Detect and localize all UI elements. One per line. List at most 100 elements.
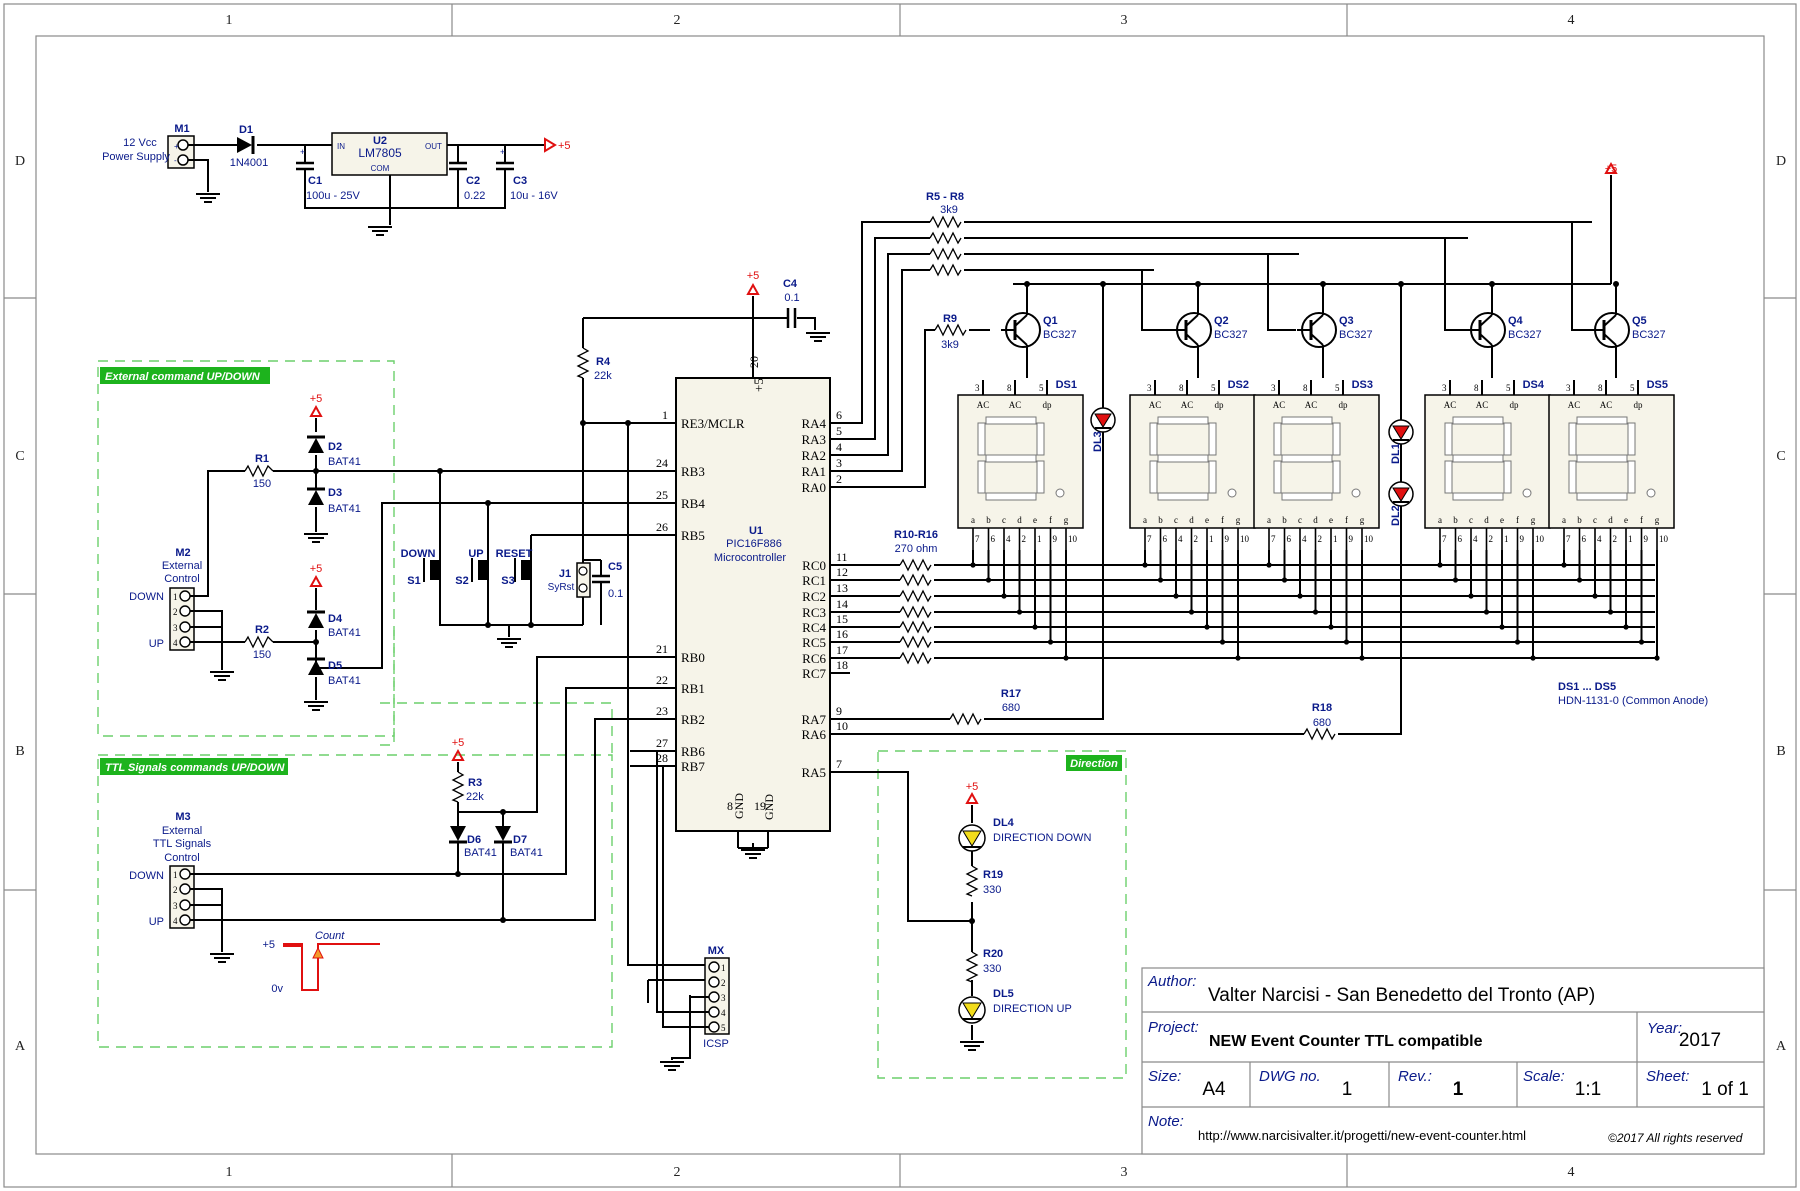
u1-left-pin-num: 23	[656, 704, 668, 718]
m1-plus-label: +	[174, 142, 179, 151]
digit-bottom-pin: 4	[1006, 534, 1011, 544]
tb-scale-label: Scale:	[1523, 1068, 1565, 1085]
grid-row-c-left: C	[15, 449, 24, 464]
u1-right-pin-num: 13	[836, 581, 848, 595]
u1-left-pin-name: RB2	[681, 712, 705, 727]
digit-bottom-pin: 1	[1333, 534, 1338, 544]
tb-note-url[interactable]: http://www.narcisivalter.it/progetti/new…	[1198, 1128, 1526, 1143]
c1-ref: C1	[308, 175, 322, 187]
m2-label2: Control	[164, 573, 199, 585]
tb-note-label: Note:	[1148, 1113, 1184, 1130]
digit-seg-letter: g	[1236, 515, 1241, 525]
u1-right-pin-name: RC0	[802, 558, 826, 573]
count-pulse: +5 0v Count	[262, 930, 380, 995]
u2-in-label: IN	[337, 142, 345, 151]
s2-ref: S2	[455, 575, 468, 587]
d5-value: BAT41	[328, 675, 361, 687]
pulse-lo-label: 0v	[271, 983, 283, 995]
u1-gnd2-num: 19	[754, 799, 766, 813]
dl4-led	[958, 824, 986, 852]
digit-top-pin: 3	[1147, 383, 1152, 393]
u1-right-pin-num: 9	[836, 704, 842, 718]
digit-top-pin: 5	[1335, 383, 1340, 393]
direction-section: Direction +5 DL4 DIRECTION DOWN R19 330 …	[830, 750, 1127, 1079]
q-value: BC327	[1508, 329, 1542, 341]
u1-right-pin-num: 6	[836, 408, 842, 422]
external-command-section: External command UP/DOWN 1 2 3 4 M2 Exte…	[97, 360, 676, 746]
u1-left-pin-num: 28	[656, 751, 668, 765]
digit-seg-letter: a	[1562, 515, 1566, 525]
digit-ref: DS3	[1352, 379, 1373, 391]
digit-bottom-pin: 6	[1458, 534, 1463, 544]
digit-top-label: AC	[977, 400, 990, 410]
digit-top-pin: 5	[1211, 383, 1216, 393]
u1-right-pin-name: RC1	[802, 573, 826, 588]
digit-bottom-pin: 7	[975, 534, 980, 544]
m3-pin2: 2	[173, 885, 178, 895]
q-value: BC327	[1632, 329, 1666, 341]
digit-seg-letter: d	[1189, 515, 1194, 525]
digit-bottom-pin: 7	[1442, 534, 1447, 544]
u1-right-pin-num: 5	[836, 424, 842, 438]
digit-seg-letter: a	[971, 515, 975, 525]
digit-seg-letter: a	[1438, 515, 1442, 525]
u1-part: PIC16F886	[726, 538, 782, 550]
pulse-count-label: Count	[315, 930, 345, 942]
u1-left-pin-name: RE3/MCLR	[681, 416, 745, 431]
tb-copyright: ©2017 All rights reserved	[1608, 1131, 1743, 1145]
u1-right-pin-name: RA5	[801, 765, 826, 780]
u1-right-pin-name: RA2	[801, 448, 826, 463]
digit-seg-letter: f	[1516, 515, 1519, 525]
grid-row-c-right: C	[1776, 449, 1785, 464]
sheet-frame	[3, 3, 1797, 1188]
transistor-q1	[1001, 312, 1041, 348]
q-ref: Q4	[1508, 315, 1524, 327]
q-value: BC327	[1214, 329, 1248, 341]
tb-project-label: Project:	[1148, 1019, 1199, 1036]
digit-seg-letter: e	[1500, 515, 1504, 525]
s1-ref: S1	[407, 575, 420, 587]
u1-gnd2-name: GND	[762, 794, 776, 820]
mx-pin5: 5	[721, 1023, 726, 1033]
tb-sheet: 1 of 1	[1701, 1079, 1749, 1100]
r1-value: 150	[253, 478, 271, 490]
tb-author-label: Author:	[1147, 973, 1196, 990]
s2-button[interactable]	[471, 555, 489, 585]
d2-value: BAT41	[328, 456, 361, 468]
u1-right-pin-name: RA4	[801, 416, 826, 431]
d4-ref: D4	[328, 613, 343, 625]
digit-top-label: dp	[1339, 400, 1349, 410]
u1-right-pin-num: 14	[836, 597, 848, 611]
digit-seg-letter: c	[1593, 515, 1597, 525]
r10-r16-ref: R10-R16	[894, 529, 938, 541]
dl5-led	[958, 996, 986, 1024]
u2-regulator	[331, 132, 448, 176]
m2-label1: External	[162, 560, 202, 572]
d7-ref: D7	[513, 834, 527, 846]
tb-rev: 1	[1453, 1079, 1464, 1100]
ttl-vcc-label: +5	[452, 737, 465, 749]
led-dl2: DL2	[1388, 481, 1414, 526]
led-ref: DL1	[1390, 443, 1402, 464]
s1-button[interactable]	[423, 555, 441, 585]
digit-top-pin: 8	[1474, 383, 1479, 393]
u2-value: LM7805	[358, 146, 402, 160]
grid-col-2-top: 2	[674, 13, 681, 28]
u1-left-pin-name: RB0	[681, 650, 705, 665]
u1-right-pin-num: 4	[836, 440, 842, 454]
m3-down-label: DOWN	[129, 870, 164, 882]
grid-col-3-top: 3	[1121, 13, 1128, 28]
u2-out-label: OUT	[425, 142, 442, 151]
tb-size: A4	[1202, 1079, 1226, 1100]
d1-ref: D1	[239, 124, 253, 136]
c2-capacitor	[449, 161, 467, 171]
m2-down-label: DOWN	[129, 591, 164, 603]
tb-dwg: 1	[1342, 1079, 1353, 1100]
digit-bottom-pin: 6	[1582, 534, 1587, 544]
s3-button[interactable]	[514, 555, 532, 585]
d2-ref: D2	[328, 441, 342, 453]
mx-ref: MX	[708, 945, 725, 957]
dl4-ref: DL4	[993, 817, 1015, 829]
digit-seg-letter: e	[1033, 515, 1037, 525]
digit-seg-letter: b	[1158, 515, 1163, 525]
